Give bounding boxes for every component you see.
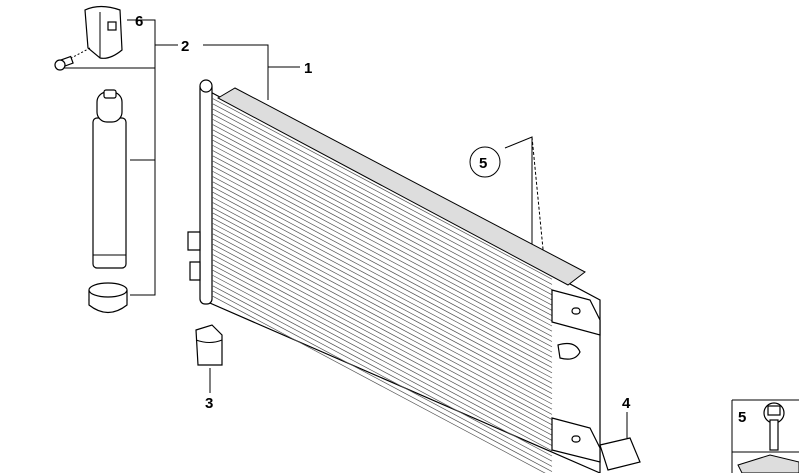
callout-5-circled: 5 <box>479 155 487 172</box>
condenser-fin <box>211 97 553 280</box>
reference-circle <box>469 146 501 178</box>
callout-1: 1 <box>304 60 312 77</box>
condenser-fin <box>211 160 553 342</box>
condenser-fin <box>211 144 553 327</box>
condenser-fin <box>211 113 553 296</box>
condenser-fin <box>211 279 553 462</box>
callout-2: 2 <box>181 38 189 55</box>
condenser-fin <box>211 212 553 394</box>
condenser-fin <box>211 139 553 322</box>
condenser-fin <box>211 134 553 316</box>
condenser-fin <box>211 175 553 358</box>
condenser-fin <box>211 269 553 452</box>
condenser-fin <box>211 274 553 457</box>
condenser-fin <box>211 201 553 384</box>
condenser-fin <box>211 264 553 446</box>
hardware-box <box>731 399 799 473</box>
condenser-fin <box>211 233 553 415</box>
condenser-fin <box>211 108 553 290</box>
condenser-fin <box>211 259 553 441</box>
condenser-fin <box>211 118 553 301</box>
condenser-fin <box>211 103 553 285</box>
condenser-fin <box>211 149 553 332</box>
condenser-fin <box>211 222 553 405</box>
dryer-cylinder-part <box>92 89 127 269</box>
condenser-fin <box>211 129 553 311</box>
bracket-part <box>195 324 223 366</box>
callout-3: 3 <box>205 395 213 412</box>
condenser-part <box>187 79 601 473</box>
condenser-fin <box>211 243 553 426</box>
condenser-fin <box>211 285 553 467</box>
condenser-fin <box>211 217 553 400</box>
pad-part <box>599 437 641 471</box>
clamp-part <box>84 5 123 59</box>
condenser-fin <box>211 238 553 420</box>
condenser-fin <box>211 155 553 337</box>
screw-part <box>54 47 91 71</box>
leader-lines <box>60 19 628 438</box>
condenser-fin <box>211 290 553 472</box>
condenser-fin <box>211 123 553 306</box>
condenser-fin <box>211 207 553 389</box>
condenser-fin <box>211 186 553 368</box>
callout-6: 6 <box>135 13 143 30</box>
condenser-fin <box>211 196 553 379</box>
condenser-fin <box>211 165 553 348</box>
condenser-fin <box>211 295 546 473</box>
condenser-fin <box>211 181 553 363</box>
condenser-fin <box>211 191 553 374</box>
seal-ring-part <box>88 282 128 314</box>
callout-4: 4 <box>622 395 631 412</box>
callout-5-box: 5 <box>738 409 746 426</box>
condenser-fin <box>211 253 553 436</box>
condenser-fin <box>211 170 553 353</box>
condenser-fin <box>211 248 553 431</box>
condenser-fin <box>211 227 553 410</box>
